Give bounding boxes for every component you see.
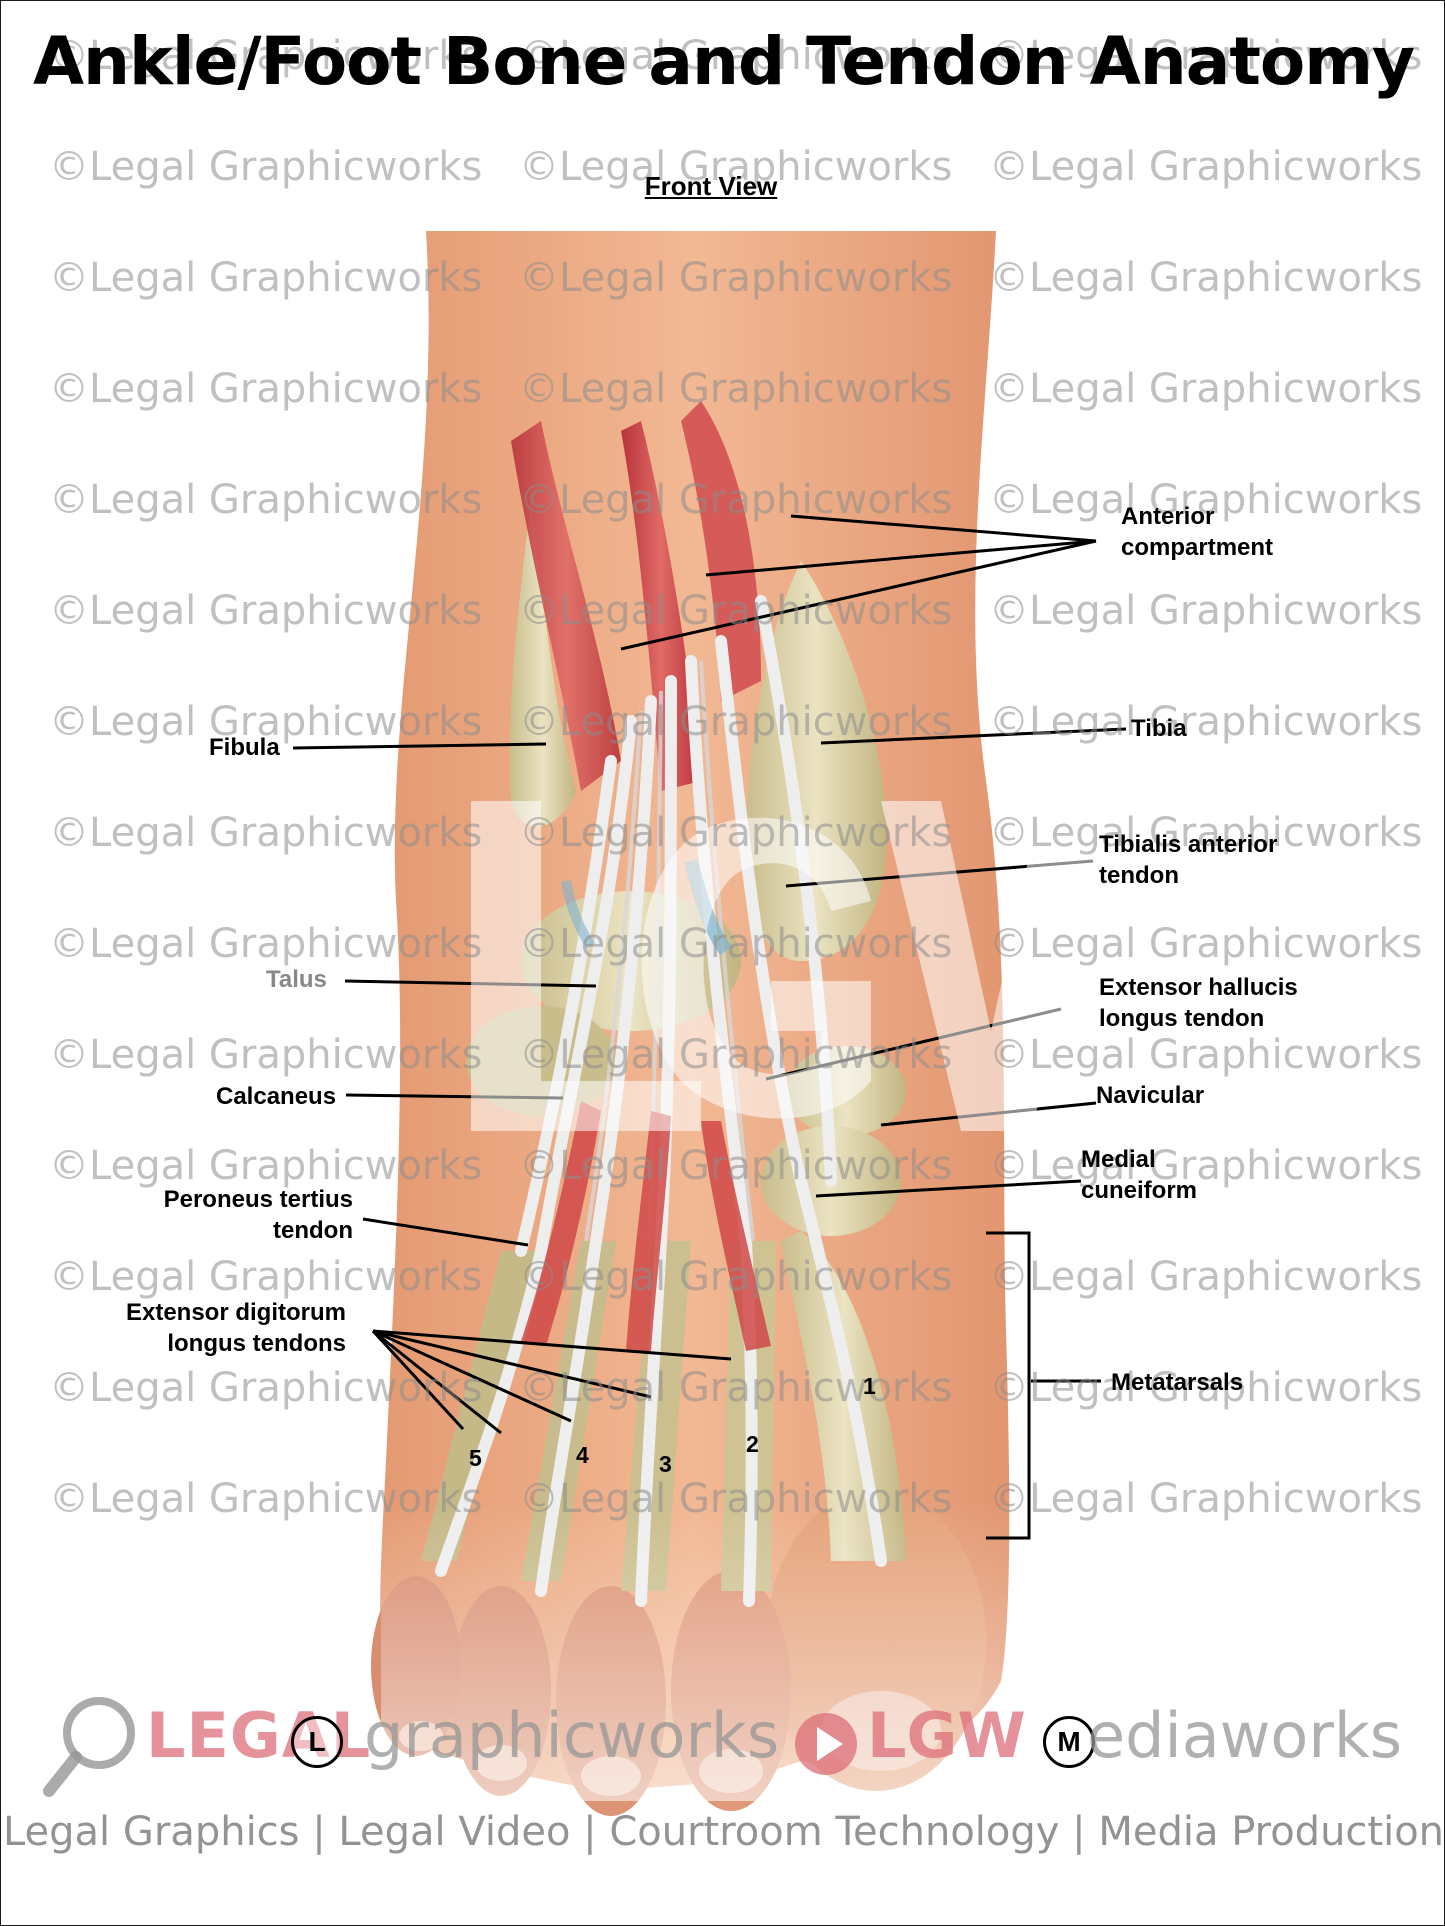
view-subtitle: Front View <box>644 171 778 201</box>
page-title: Ankle/Foot Bone and Tendon Anatomy <box>32 23 1415 100</box>
leader-fibula <box>292 742 547 750</box>
leader-ed-b <box>372 1329 652 1399</box>
muscle-medial <box>681 401 761 701</box>
metatarsal-number-1: 1 <box>863 1373 876 1399</box>
play-icon <box>795 1713 857 1775</box>
brand-graphicworks: graphicworks <box>364 1699 780 1772</box>
label-talus: Talus <box>266 966 327 993</box>
leader-anterior-3 <box>620 539 1097 651</box>
magnifier-icon <box>43 1697 135 1797</box>
metatarsal-number-4: 4 <box>576 1442 589 1468</box>
label-anterior-compartment: Anterior compartment <box>1121 503 1274 561</box>
metatarsal-bracket <box>986 1231 1031 1540</box>
brand-tagline: Legal Graphics | Legal Video | Courtroom… <box>2 1809 1445 1855</box>
ed-brevis-1 <box>521 1101 601 1346</box>
label-calcaneus: Calcaneus <box>216 1083 337 1110</box>
leader-anterior-2 <box>705 539 1097 577</box>
leader-ed-a <box>372 1329 732 1361</box>
leader-ed-c <box>372 1329 572 1423</box>
leader-cuneiform <box>815 1179 1082 1198</box>
tendon-extensor-hallucis <box>715 635 887 1567</box>
muscle-middle <box>621 421 701 791</box>
metatarsal-1-bone <box>781 1231 906 1561</box>
label-fibula: Fibula <box>209 734 280 761</box>
label-extensor-hallucis: Extensor hallucis longus tendon <box>1099 974 1298 1032</box>
label-medial-cuneiform: Medial cuneiform <box>1081 1146 1198 1204</box>
leader-ed-d <box>372 1329 502 1435</box>
label-extensor-digitorum: Extensor digitorum longus tendons <box>125 1299 346 1357</box>
brand-letter-m: M <box>1043 1716 1095 1768</box>
muscle-lateral <box>511 421 621 791</box>
leader-ed-e <box>371 1329 465 1431</box>
label-tibia: Tibia <box>1131 715 1187 742</box>
brand-bar: LEGAL L graphicworks LGW M ediaworks <box>41 1691 1421 1801</box>
metatarsal-number-3: 3 <box>659 1451 672 1477</box>
brand-mediaworks: ediaworks <box>1087 1699 1403 1772</box>
metatarsal-number-5: 5 <box>469 1445 482 1471</box>
label-metatarsals: Metatarsals <box>1111 1369 1244 1396</box>
label-tibialis-anterior: Tibialis anterior tendon <box>1099 831 1278 889</box>
brand-lgw: LGW <box>867 1699 1026 1772</box>
leader-anterior-1 <box>790 514 1097 543</box>
ed-brevis-2 <box>626 1111 671 1351</box>
ed-brevis-3 <box>701 1121 771 1351</box>
leader-tibia <box>820 727 1127 745</box>
leader-peroneus <box>362 1217 529 1247</box>
label-peroneus-tertius: Peroneus tertius tendon <box>163 1186 353 1244</box>
metatarsal-number-2: 2 <box>746 1431 759 1457</box>
label-navicular: Navicular <box>1096 1082 1205 1109</box>
metatarsal-5-bone <box>421 1251 536 1561</box>
brand-letter-l: L <box>291 1716 343 1768</box>
calcaneus-bone <box>466 1006 616 1116</box>
